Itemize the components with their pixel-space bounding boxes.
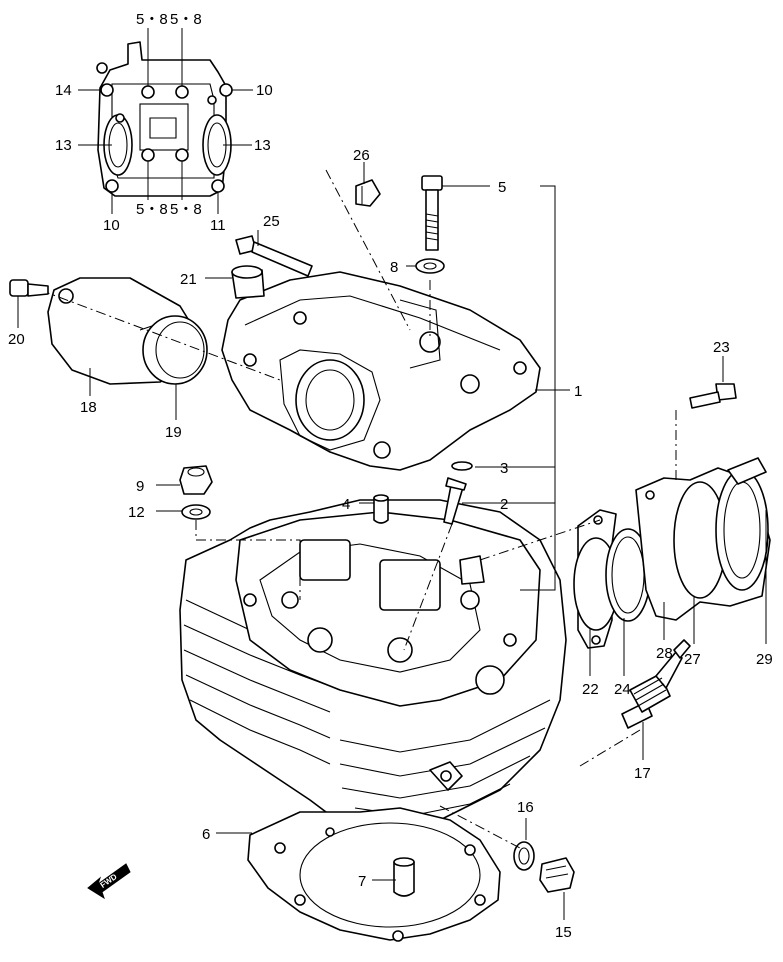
callout-7: 7 [358, 873, 366, 890]
nut-26 [355, 179, 381, 207]
spark-plug-17 [621, 639, 691, 729]
inset-label-right-upper: 10 [256, 82, 273, 99]
fwd-arrow-icon: FWD [87, 863, 131, 900]
callout-1: 1 [574, 383, 582, 400]
inset-label-bottom-right: 5・8 [170, 201, 202, 218]
callout-25: 25 [263, 213, 280, 230]
callout-18: 18 [80, 399, 97, 416]
washer-8 [415, 258, 445, 274]
callout-20: 20 [8, 331, 25, 348]
intake-assembly [573, 457, 771, 649]
inset-label-left-mid: 13 [55, 137, 72, 154]
inset-label-top-right: 5・8 [170, 11, 202, 28]
callout-15: 15 [555, 924, 572, 941]
inset-label-top-left: 5・8 [136, 11, 168, 28]
inset-label-right-mid: 13 [254, 137, 271, 154]
callout-16: 16 [517, 799, 534, 816]
callout-24: 24 [614, 681, 631, 698]
head-cover [221, 271, 541, 471]
callout-26: 26 [353, 147, 370, 164]
callout-3: 3 [500, 460, 508, 477]
nut-9 [179, 465, 213, 495]
callout-21: 21 [180, 271, 197, 288]
cylinder-head [179, 499, 567, 831]
inset-label-bottom-left: 5・8 [136, 201, 168, 218]
inset-bolt-pattern: 5・8 5・8 5・8 5・8 14 10 13 13 10 11 [55, 11, 273, 234]
bolt-5 [421, 175, 443, 251]
head-gasket [247, 807, 501, 942]
inset-label-left-lower: 10 [103, 217, 120, 234]
callout-2: 2 [500, 496, 508, 513]
callout-17: 17 [634, 765, 651, 782]
inset-label-right-lower: 11 [210, 217, 226, 234]
washer-16 [513, 841, 535, 871]
callouts: 1 2 3 4 5 6 7 8 9 12 15 16 17 18 19 20 2… [8, 147, 773, 941]
bolt-20 [9, 279, 49, 297]
callout-28: 28 [656, 645, 673, 662]
washer-12 [181, 504, 211, 520]
callout-6: 6 [202, 826, 210, 843]
callout-19: 19 [165, 424, 182, 441]
plug-15 [539, 857, 575, 893]
callout-12: 12 [128, 504, 145, 521]
inset-label-left-upper: 14 [55, 82, 72, 99]
stud-bolt-25 [235, 235, 313, 277]
callout-5: 5 [498, 179, 506, 196]
seal-21 [231, 265, 265, 299]
callout-29: 29 [756, 651, 773, 668]
callout-27: 27 [684, 651, 701, 668]
callout-4: 4 [342, 496, 350, 513]
side-cover [39, 277, 281, 385]
bolt-23 [689, 383, 737, 409]
dowel-4 [373, 494, 389, 524]
callout-22: 22 [582, 681, 599, 698]
callout-23: 23 [713, 339, 730, 356]
callout-8: 8 [390, 259, 398, 276]
leader-lines [17, 162, 767, 920]
callout-9: 9 [136, 478, 144, 495]
oring-3 [451, 461, 473, 471]
